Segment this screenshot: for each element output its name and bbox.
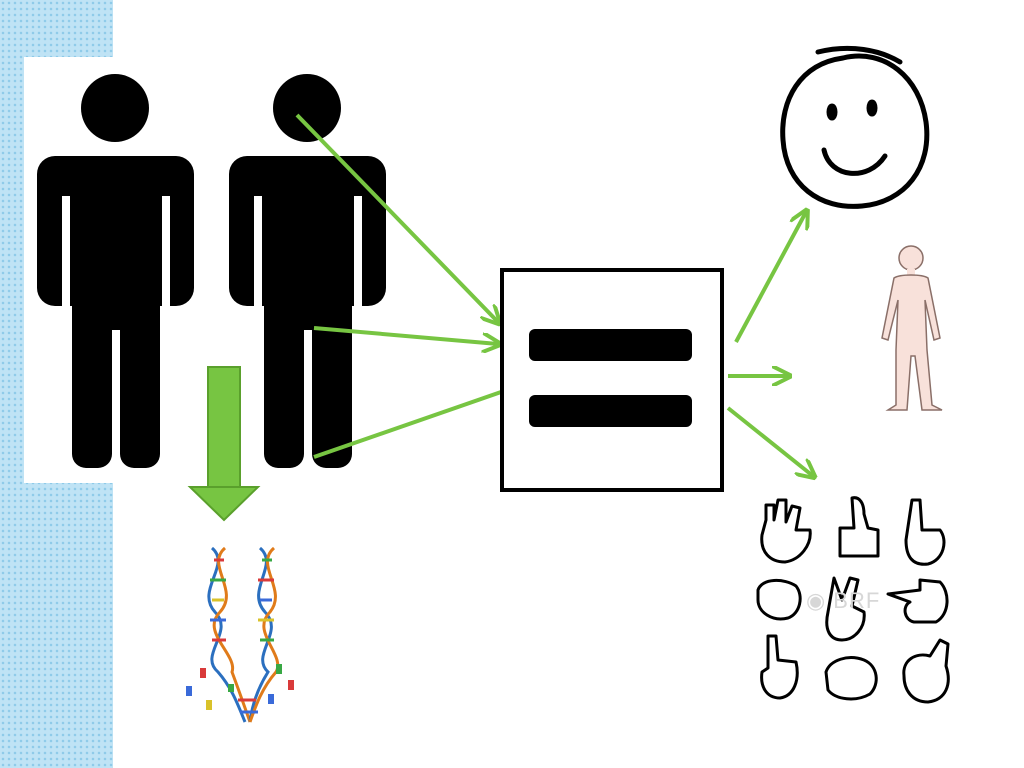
input-arrows xyxy=(295,113,524,459)
dna-replication-icon xyxy=(186,546,294,723)
human-body-icon xyxy=(881,245,943,411)
down-arrow xyxy=(187,366,261,522)
person-left-icon xyxy=(37,74,194,468)
output-arrows xyxy=(726,212,813,476)
hand-gestures-icon xyxy=(756,496,950,704)
equals-box xyxy=(500,268,724,492)
smiley-face-icon xyxy=(780,45,930,209)
watermark: ◉ BRF xyxy=(806,588,881,613)
person-right-icon xyxy=(229,74,386,468)
